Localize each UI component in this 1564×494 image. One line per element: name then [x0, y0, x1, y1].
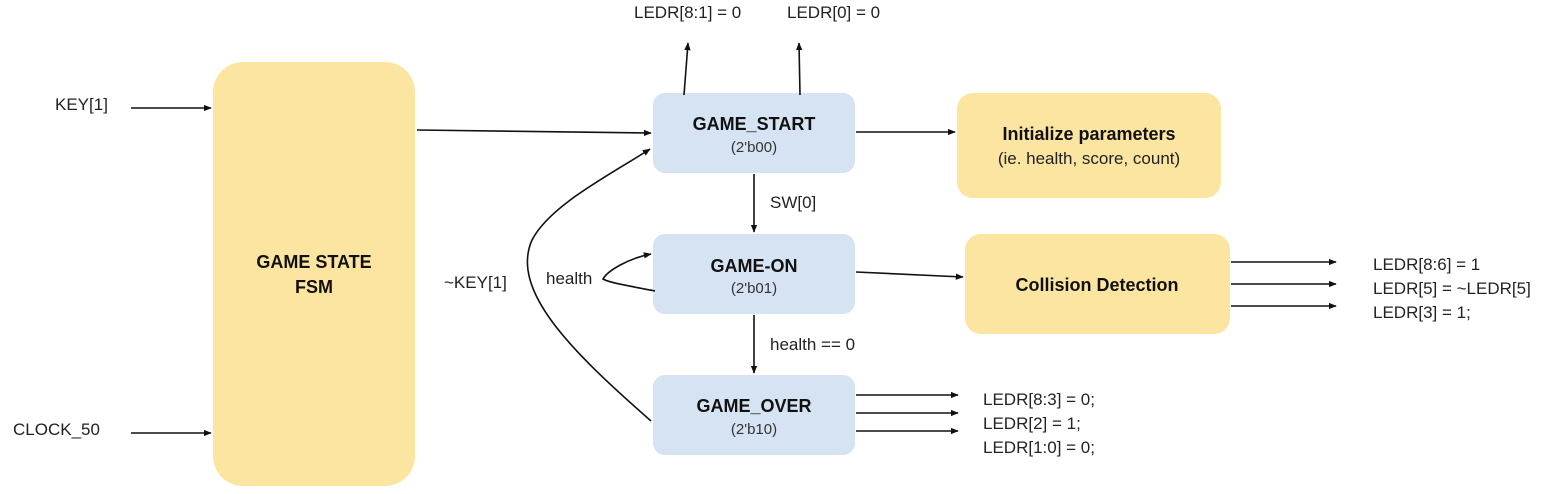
state-game-on-code: (2'b01) [731, 280, 777, 297]
over-output-label-2: LEDR[2] = 1; [983, 414, 1081, 433]
state-game-over [653, 375, 855, 455]
over-output-label-1: LEDR[8:3] = 0; [983, 390, 1095, 409]
state-game-start-code: (2'b00) [731, 139, 777, 156]
state-game-over-code: (2'b10) [731, 421, 777, 438]
initialize-parameters-title: Initialize parameters [1002, 124, 1175, 144]
initialize-parameters-detail: (ie. health, score, count) [998, 149, 1180, 168]
start-output-left-arrow [683, 42, 691, 96]
state-game-over-name: GAME_OVER [696, 396, 811, 416]
state-game-on-name: GAME-ON [711, 256, 798, 276]
collision-output-label-1: LEDR[8:6] = 1 [1373, 255, 1480, 274]
over-to-start-label: ~KEY[1] [444, 273, 507, 292]
fsm-label-line2: FSM [295, 277, 333, 297]
start-output-right-arrow [795, 42, 803, 96]
input-clock-label: CLOCK_50 [13, 420, 100, 439]
fsm-to-game-start-arrow [416, 129, 652, 137]
state-game-start [653, 93, 855, 173]
initialize-parameters-box [957, 93, 1221, 198]
start-output-left-label: LEDR[8:1] = 0 [634, 3, 741, 22]
start-output-right-label: LEDR[0] = 0 [787, 3, 880, 22]
over-to-start-arrow [526, 148, 652, 422]
collision-output-label-2: LEDR[5] = ~LEDR[5] [1373, 279, 1531, 298]
on-to-over-label: health == 0 [770, 335, 855, 354]
on-to-collision-arrow [855, 271, 964, 280]
fsm-label-line1: GAME STATE [256, 252, 371, 272]
collision-detection-box [965, 234, 1230, 334]
input-key-label: KEY[1] [55, 95, 108, 114]
over-output-label-3: LEDR[1:0] = 0; [983, 438, 1095, 457]
collision-detection-label: Collision Detection [1015, 275, 1178, 295]
on-self-loop-label: health [546, 269, 592, 288]
start-to-on-label: SW[0] [770, 193, 816, 212]
collision-output-label-3: LEDR[3] = 1; [1373, 303, 1471, 322]
state-game-start-name: GAME_START [693, 114, 816, 134]
on-self-loop-arrow [601, 252, 656, 292]
game-state-fsm-box [213, 62, 415, 486]
state-game-on [653, 234, 855, 314]
